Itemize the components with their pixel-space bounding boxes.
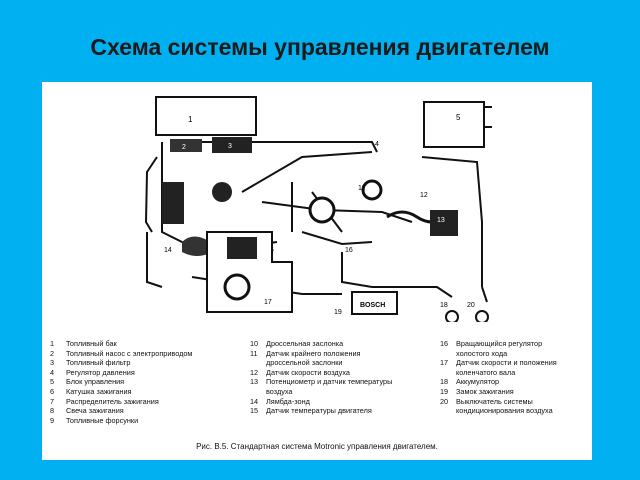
label-4: 4 xyxy=(375,141,379,148)
ignition-switch xyxy=(445,310,459,322)
engine-system-diagram: 1 2 3 4 5 11 12 13 14 15 16 17 xyxy=(144,96,492,322)
label-18: 18 xyxy=(440,302,448,309)
throttle-body xyxy=(308,196,336,224)
fuel-tank xyxy=(155,96,257,136)
label-17: 17 xyxy=(264,299,272,306)
label-16: 16 xyxy=(345,247,353,254)
figure-caption: Рис. В.5. Стандартная система Motronic у… xyxy=(196,442,438,451)
legend-item-continuation: воздуха xyxy=(266,386,293,396)
label-14: 14 xyxy=(164,247,172,254)
label-3: 3 xyxy=(228,143,232,150)
battery-label: BOSCH xyxy=(360,302,385,309)
air-flow-sensor xyxy=(430,210,458,236)
slide-title: Схема системы управления двигателем xyxy=(90,34,550,60)
legend-item-continuation: холостого хода xyxy=(456,348,508,358)
control-unit xyxy=(423,101,485,148)
legend-item-continuation: коленчатого вала xyxy=(456,367,516,377)
label-20: 20 xyxy=(467,302,475,309)
legend-item-continuation: кондиционирования воздуха xyxy=(456,406,553,416)
legend-item-continuation: дроссельной заслонки xyxy=(266,358,343,368)
throttle-switch xyxy=(361,179,383,201)
label-12: 12 xyxy=(420,192,428,199)
label-5: 5 xyxy=(456,113,461,122)
fuel-filter xyxy=(212,137,252,153)
distributor xyxy=(212,182,232,202)
label-13: 13 xyxy=(437,217,445,224)
battery xyxy=(351,291,398,315)
label-11: 11 xyxy=(358,185,365,192)
fuel-pump xyxy=(170,139,202,152)
ignition-coil xyxy=(162,182,184,224)
label-2: 2 xyxy=(182,144,186,151)
label-1: 1 xyxy=(188,115,193,124)
ac-switch xyxy=(475,310,489,322)
diagram-panel: 1 2 3 4 5 11 12 13 14 15 16 17 xyxy=(42,82,592,460)
label-19: 19 xyxy=(334,309,342,316)
